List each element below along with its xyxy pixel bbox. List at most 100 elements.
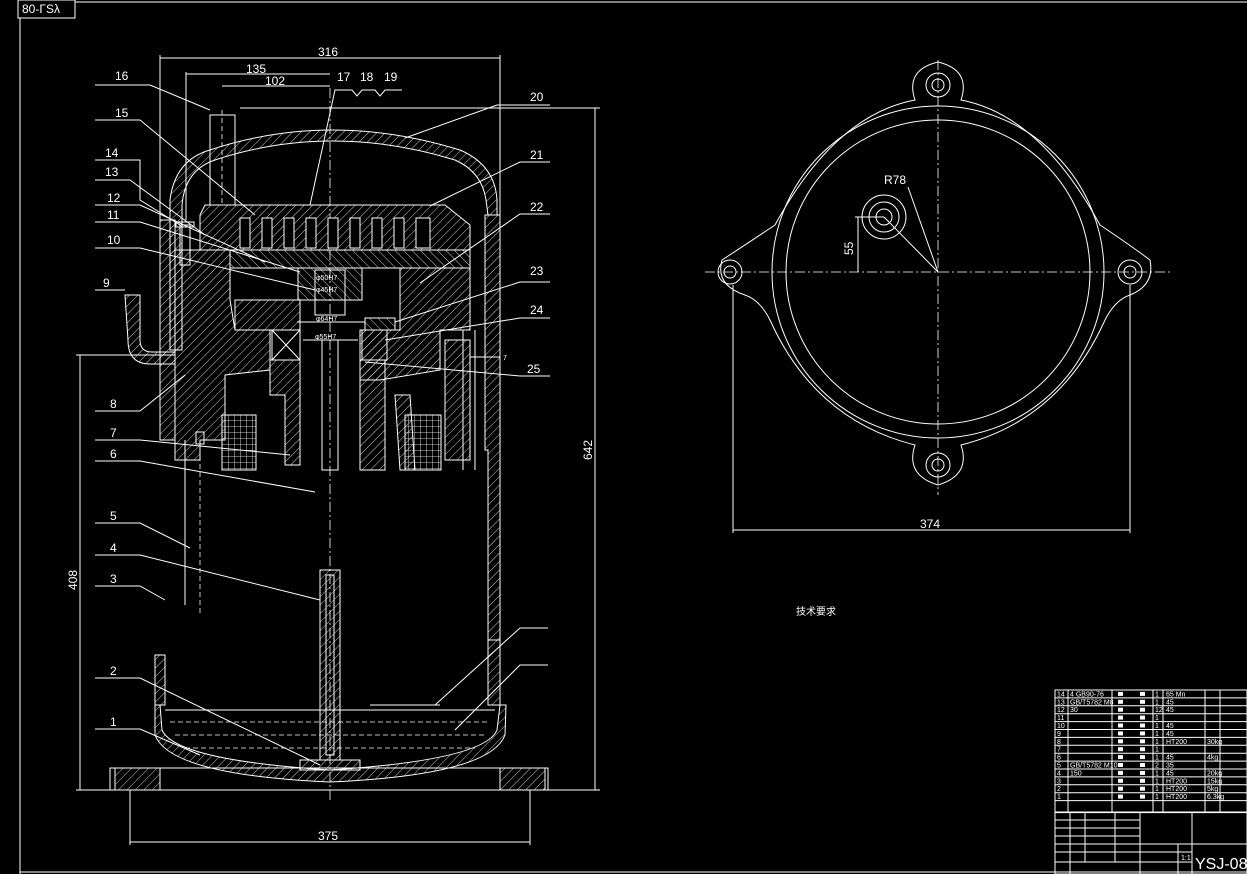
table-cell-weight: 6.3kg	[1207, 794, 1224, 801]
label-14: 14	[105, 146, 119, 160]
label-4: 4	[110, 541, 117, 555]
dim-375: 375	[318, 829, 338, 843]
label-13: 13	[105, 165, 119, 179]
table-cell-qty: 1	[1155, 778, 1159, 785]
table-cell-material: HT200	[1166, 778, 1187, 785]
dim-phi64: φ64H7	[316, 316, 337, 323]
table-cell-code: 30	[1070, 707, 1078, 714]
label-20: 20	[530, 90, 544, 104]
dim-316: 316	[318, 45, 338, 59]
table-cell-no: 6	[1057, 755, 1061, 762]
label-19: 19	[384, 70, 398, 84]
dim-phi55: φ55H7	[315, 334, 336, 341]
table-cell-no: 10	[1057, 723, 1065, 730]
table-cell-material: HT200	[1166, 739, 1187, 746]
label-24: 24	[530, 303, 544, 317]
dim-r78: R78	[884, 173, 906, 187]
dim-642: 642	[581, 440, 595, 460]
table-cell-no: 7	[1057, 747, 1061, 754]
table-cell-weight: 5kg	[1207, 786, 1218, 793]
dim-135: 135	[246, 62, 266, 76]
label-10: 10	[107, 233, 121, 247]
table-cell-no: 13	[1057, 699, 1065, 706]
table-cell-no: 12	[1057, 707, 1065, 714]
part-leaders-left: 16 15 14 13 12 11 10 9 8 7 6 5 4 3 2 1 1…	[95, 69, 402, 766]
label-9: 9	[103, 276, 110, 290]
table-cell-code: GB/T5782 M8	[1070, 699, 1114, 706]
table-cell-no: 8	[1057, 739, 1061, 746]
table-cell-no: 9	[1057, 731, 1061, 738]
table-cell-qty: 1	[1155, 723, 1159, 730]
table-cell-qty: 1	[1155, 739, 1159, 746]
table-cell-no: 1	[1057, 794, 1061, 801]
table-cell-qty: 2	[1155, 763, 1159, 770]
table-cell-material: 45	[1166, 699, 1174, 706]
dim-374: 374	[920, 517, 940, 531]
dim-102: 102	[265, 74, 285, 88]
table-cell-qty: 1	[1155, 699, 1159, 706]
label-12: 12	[107, 191, 121, 205]
label-18: 18	[360, 70, 374, 84]
label-23: 23	[530, 264, 544, 278]
table-frame	[1054, 689, 1247, 814]
table-cell-qty: 1	[1155, 794, 1159, 801]
label-8: 8	[110, 397, 117, 411]
table-cell-qty: 1	[1155, 691, 1159, 698]
label-5: 5	[110, 509, 117, 523]
table-cell-qty: 1	[1155, 715, 1159, 722]
table-cell-material: 45	[1166, 770, 1174, 777]
table-cell-material: HT200	[1166, 794, 1187, 801]
table-cell-qty: 1	[1155, 770, 1159, 777]
table-cell-no: 4	[1057, 770, 1061, 777]
technical-requirements-heading: 技术要求	[796, 605, 836, 618]
table-cell-no: 2	[1057, 786, 1061, 793]
label-21: 21	[530, 148, 544, 162]
table-cell-qty: 1	[1155, 755, 1159, 762]
label-11: 11	[107, 208, 120, 222]
dim-phi50: φ50H7	[316, 275, 337, 282]
table-cell-material: 45	[1166, 707, 1174, 714]
label-17: 17	[337, 70, 351, 84]
table-cell-qty: 1	[1155, 786, 1159, 793]
dim-7: 7	[503, 355, 507, 362]
label-16: 16	[115, 69, 129, 83]
label-22: 22	[530, 200, 544, 214]
table-cell-material: HT200	[1166, 786, 1187, 793]
title-block: 1:1 YSJ-08	[1054, 811, 1247, 874]
table-cell-weight: 30kg	[1207, 739, 1222, 746]
table-cell-weight: 15kg	[1207, 778, 1222, 785]
table-cell-code: GB/T5782 M10	[1070, 763, 1118, 770]
label-7: 7	[110, 426, 117, 440]
table-cell-material: 45	[1166, 723, 1174, 730]
table-cell-qty: 12	[1155, 707, 1163, 714]
drawing-number: YSJ-08	[1195, 856, 1247, 873]
label-25: 25	[527, 362, 541, 376]
table-cell-weight: 20kg	[1207, 770, 1222, 777]
table-cell-code: 150	[1070, 770, 1082, 777]
table-cell-qty: 1	[1155, 731, 1159, 738]
dim-phi45: φ45H7	[316, 287, 337, 294]
compressor-section-view: φ50H7 φ45H7 φ64H7 φ55H7	[109, 88, 549, 800]
table-cell-no: 3	[1057, 778, 1061, 785]
table-cell-no: 5	[1057, 763, 1061, 770]
table-cell-material: 35	[1166, 763, 1174, 770]
table-cell-weight: 4kg	[1207, 755, 1218, 762]
mirrored-title: 80-ΓSλ	[22, 2, 60, 16]
label-6: 6	[110, 447, 117, 461]
table-cell-qty: 1	[1155, 747, 1159, 754]
scale-value: 1:1	[1181, 855, 1191, 862]
table-cell-no: 11	[1057, 715, 1064, 722]
label-1: 1	[110, 715, 117, 729]
table-cell-material: 65 Mn	[1166, 691, 1186, 698]
table-cell-code: 4 GB90-76	[1070, 691, 1104, 698]
dim-408: 408	[66, 570, 80, 590]
label-3: 3	[110, 572, 117, 586]
scroll-vanes	[239, 217, 431, 249]
compressor-top-view: R78 55 374	[705, 60, 1170, 533]
label-2: 2	[110, 664, 117, 678]
dimensions-section: 316 135 102 642 408 375 7	[66, 45, 600, 845]
table-cell-no: 14	[1057, 691, 1065, 698]
table-cell-material: 45	[1166, 755, 1174, 762]
